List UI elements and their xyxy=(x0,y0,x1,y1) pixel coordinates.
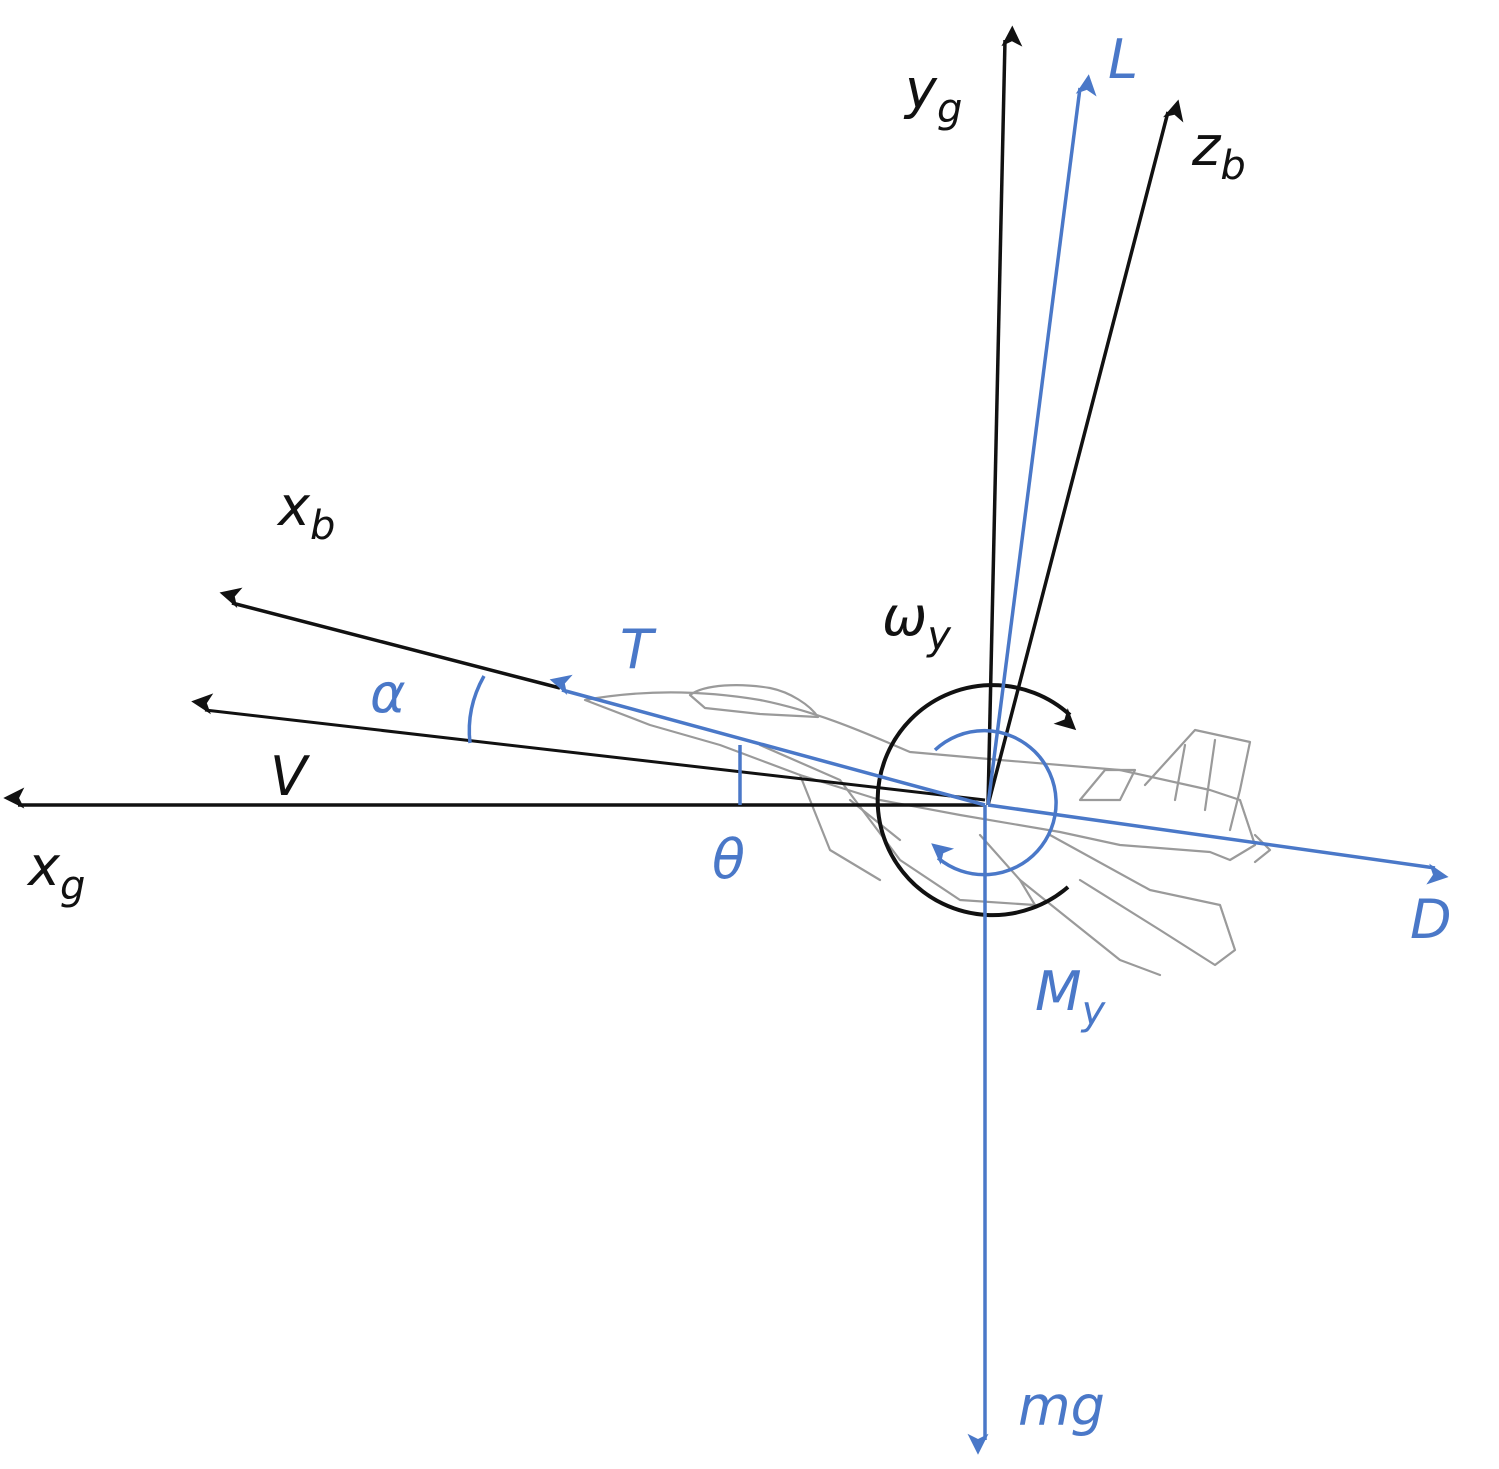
drag-vector xyxy=(987,803,1449,885)
label-drag: D xyxy=(1410,888,1452,951)
axes-group xyxy=(3,25,1184,918)
alpha-arc xyxy=(467,675,486,744)
label-xb: xb xyxy=(276,475,335,549)
yg-axis xyxy=(986,25,1023,806)
label-lift: L xyxy=(1108,28,1138,91)
xb-axis xyxy=(219,587,561,690)
label-zb: zb xyxy=(1191,115,1246,189)
label-yg: yg xyxy=(903,58,962,132)
label-xg: xg xyxy=(26,835,85,909)
label-velocity: V xyxy=(270,745,311,808)
thrust-vector xyxy=(549,674,986,807)
labels-group: yg L zb xb ωy T α V xg θ D My mg xyxy=(26,28,1452,1438)
moment-rotation-arrow xyxy=(931,728,1058,877)
forces-group xyxy=(467,74,1449,1455)
lift-vector xyxy=(986,74,1097,806)
velocity-vector xyxy=(191,693,986,802)
zb-axis xyxy=(986,99,1184,806)
label-alpha: α xyxy=(370,662,406,725)
omega-rotation-arrow xyxy=(875,683,1077,918)
label-theta: θ xyxy=(712,828,745,891)
label-thrust: T xyxy=(620,618,657,681)
label-moment-y: My xyxy=(1035,960,1107,1034)
label-weight: mg xyxy=(1018,1375,1105,1438)
label-omega-y: ωy xyxy=(882,585,952,659)
